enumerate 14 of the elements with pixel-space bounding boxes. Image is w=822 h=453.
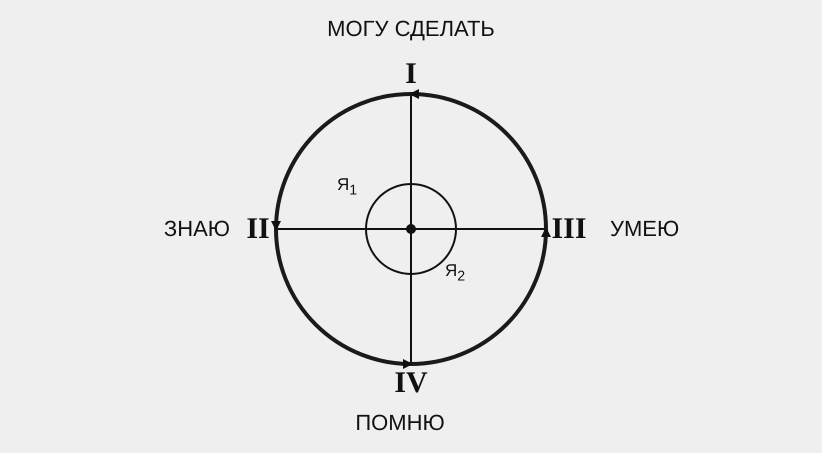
- arc-arrow: [409, 90, 548, 230]
- node-label: ЗНАЮ: [164, 218, 230, 240]
- node-label: УМЕЮ: [610, 218, 680, 240]
- arc-arrow: [272, 92, 412, 231]
- roman-numeral: II: [246, 214, 270, 244]
- node-label: МОГУ СДЕЛАТЬ: [327, 18, 495, 40]
- arc-arrow: [274, 228, 413, 368]
- self-label: Я$_{2}$: [445, 262, 466, 284]
- arc-arrow: [410, 227, 550, 366]
- roman-numeral: III: [551, 214, 587, 244]
- roman-numeral: IV: [394, 368, 428, 398]
- node-label: ПОМНЮ: [355, 412, 445, 434]
- self-label: Я$_{1}$: [337, 176, 358, 198]
- roman-numeral: I: [405, 59, 417, 89]
